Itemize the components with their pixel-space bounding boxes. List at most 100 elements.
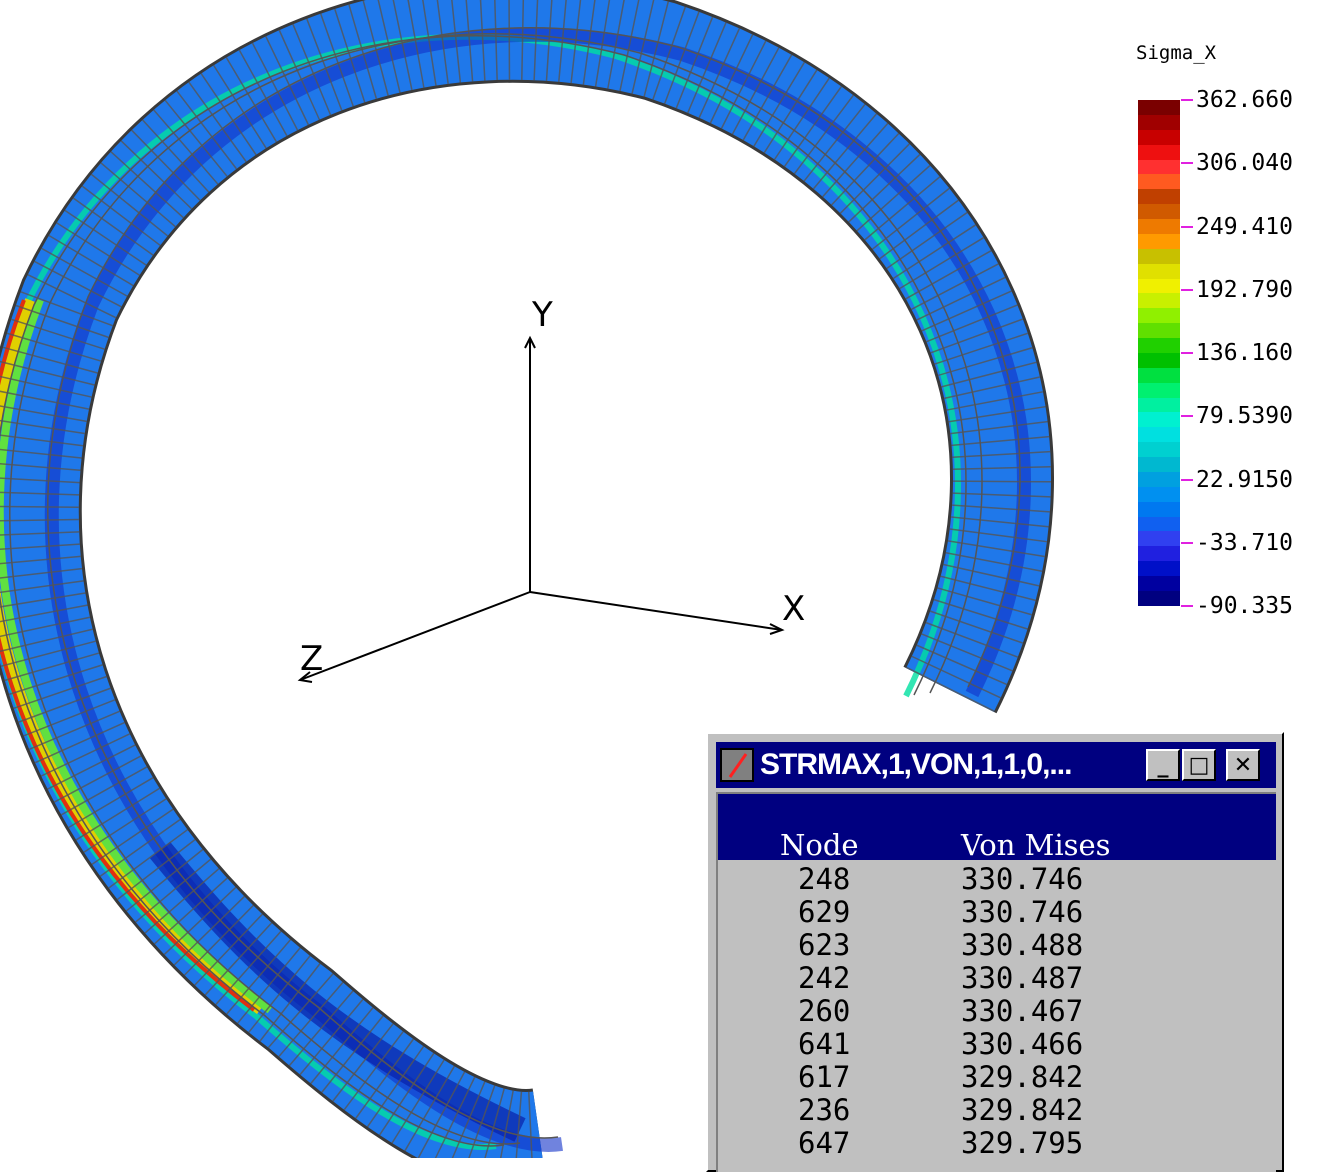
- deformed-ring: [0, 0, 1054, 1158]
- legend-swatch: [1138, 457, 1180, 472]
- node-cell: 242: [798, 961, 851, 995]
- node-cell: 248: [798, 862, 851, 896]
- legend-swatch: [1138, 561, 1180, 576]
- legend-swatch: [1138, 189, 1180, 205]
- von-mises-cell: 330.488: [961, 928, 1084, 962]
- legend-tick: [1181, 478, 1193, 481]
- legend-swatch: [1138, 412, 1180, 428]
- legend-swatch: [1138, 204, 1180, 219]
- legend-swatch: [1138, 174, 1180, 190]
- legend-swatch: [1138, 576, 1180, 591]
- legend-swatch: [1138, 382, 1180, 398]
- strmax-dialog[interactable]: STRMAX,1,VON,1,1,0,... _ □ ✕ Node Von Mi…: [706, 732, 1284, 1172]
- table-row[interactable]: 617 329.842: [718, 1060, 1276, 1094]
- legend-swatch: [1138, 323, 1180, 338]
- legend-label: 306.040: [1196, 150, 1293, 177]
- table-row[interactable]: 623 330.488: [718, 928, 1276, 962]
- node-cell: 236: [798, 1093, 851, 1127]
- legend-label: 22.9150: [1196, 466, 1293, 493]
- legend-swatch: [1138, 278, 1180, 294]
- x-axis-label: X: [782, 589, 805, 629]
- y-axis-label: Y: [531, 295, 553, 335]
- legend-swatch: [1138, 590, 1180, 606]
- von-mises-cell: 330.746: [961, 895, 1084, 929]
- legend-color-bar: [1138, 100, 1180, 606]
- table-row[interactable]: 248 330.746: [718, 862, 1276, 896]
- legend-swatch: [1138, 501, 1180, 517]
- legend-swatch: [1138, 144, 1180, 160]
- legend-tick: [1181, 605, 1193, 607]
- dialog-title: STRMAX,1,VON,1,1,0,...: [760, 748, 1072, 781]
- von-mises-cell: 329.842: [961, 1060, 1084, 1094]
- von-mises-cell: 330.487: [961, 961, 1084, 995]
- table-row[interactable]: 260 330.467: [718, 994, 1276, 1028]
- legend-swatch: [1138, 352, 1180, 368]
- legend-tick: [1181, 288, 1193, 291]
- dialog-titlebar[interactable]: STRMAX,1,VON,1,1,0,... _ □ ✕: [716, 742, 1276, 788]
- z-axis-label: Z: [300, 639, 323, 679]
- legend-swatch: [1138, 100, 1180, 115]
- legend-swatch: [1138, 442, 1180, 457]
- legend-swatch: [1138, 159, 1180, 175]
- legend-tick: [1181, 99, 1193, 101]
- legend-swatch: [1138, 338, 1180, 353]
- legend-tick: [1181, 352, 1193, 354]
- legend-label: -33.710: [1196, 529, 1293, 556]
- legend-swatch: [1138, 427, 1180, 443]
- legend-swatch: [1138, 546, 1180, 562]
- legend-swatch: [1138, 471, 1180, 487]
- von-mises-cell: 329.842: [961, 1093, 1084, 1127]
- legend-swatch: [1138, 486, 1180, 502]
- legend-label: 362.660: [1196, 87, 1293, 113]
- column-header-node: Node: [780, 828, 859, 862]
- legend-swatch: [1138, 531, 1180, 547]
- legend-swatch: [1138, 129, 1180, 145]
- column-header-von-mises: Von Mises: [961, 828, 1111, 862]
- legend-swatch: [1138, 263, 1180, 279]
- legend-swatch: [1138, 397, 1180, 413]
- legend-swatch: [1138, 516, 1180, 532]
- legend-label: 79.5390: [1196, 403, 1293, 430]
- axis-triad: [297, 335, 785, 683]
- z-axis-line: [299, 591, 531, 681]
- von-mises-cell: 330.466: [961, 1027, 1084, 1061]
- legend-swatch: [1138, 114, 1180, 130]
- von-mises-cell: 330.746: [961, 862, 1084, 896]
- table-row[interactable]: 629 330.746: [718, 895, 1276, 929]
- von-mises-cell: 329.795: [961, 1126, 1084, 1160]
- maximize-button[interactable]: □: [1182, 749, 1216, 781]
- node-cell: 641: [798, 1027, 851, 1061]
- legend-label: 192.790: [1196, 276, 1293, 303]
- legend-swatch: [1138, 367, 1180, 383]
- table-row[interactable]: 236 329.842: [718, 1093, 1276, 1127]
- results-table[interactable]: Node Von Mises 248 330.746 629 330.746 623 33…: [716, 792, 1276, 1172]
- legend-label: 136.160: [1196, 340, 1293, 366]
- x-axis-arrow: [769, 623, 785, 635]
- legend-swatch: [1138, 308, 1180, 324]
- legend-label: 249.410: [1196, 213, 1293, 240]
- minimize-button[interactable]: _: [1146, 749, 1180, 781]
- legend-label: -90.335: [1196, 593, 1293, 619]
- legend-title: Sigma_X: [1136, 42, 1217, 64]
- node-cell: 617: [798, 1060, 851, 1094]
- legend-swatch: [1138, 219, 1180, 234]
- z-axis-arrow: [297, 671, 313, 683]
- node-cell: 260: [798, 994, 851, 1028]
- table-row[interactable]: 242 330.487: [718, 961, 1276, 995]
- legend-tick: [1181, 415, 1193, 418]
- y-axis-arrow: [524, 335, 536, 349]
- legend-tick: [1181, 225, 1193, 228]
- legend-swatch: [1138, 293, 1180, 309]
- node-cell: 629: [798, 895, 851, 929]
- legend-tick: [1181, 162, 1193, 165]
- close-button[interactable]: ✕: [1226, 749, 1260, 781]
- legend-tick: [1181, 541, 1193, 544]
- x-axis-line: [529, 591, 783, 631]
- app-icon[interactable]: [720, 748, 754, 782]
- von-mises-cell: 330.467: [961, 994, 1084, 1028]
- node-cell: 623: [798, 928, 851, 962]
- table-header: Node Von Mises: [718, 794, 1276, 862]
- table-row[interactable]: 641 330.466: [718, 1027, 1276, 1061]
